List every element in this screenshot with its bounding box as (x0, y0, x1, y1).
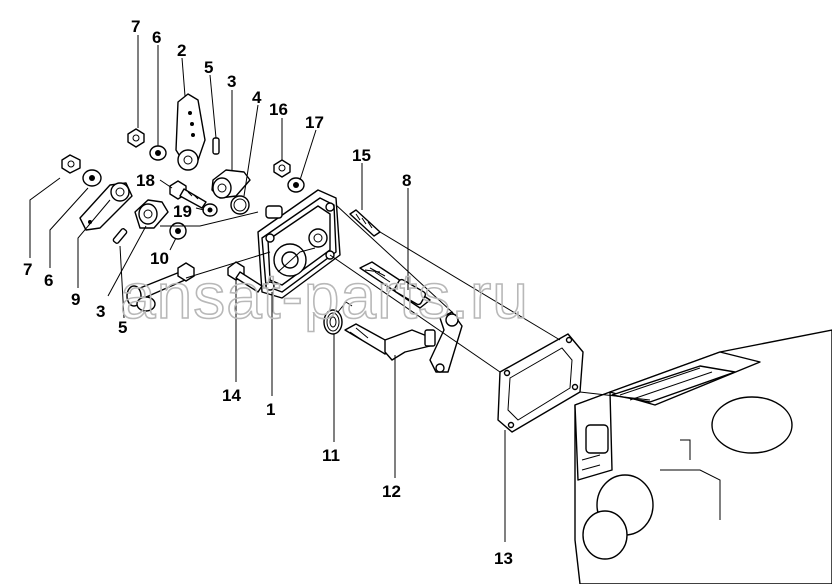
callout-5-lower: 5 (118, 318, 127, 337)
nut-part-7-lower (61, 154, 81, 174)
bracket-part-3-lower (134, 199, 169, 229)
shaft-part-8 (359, 261, 463, 373)
callout-3-lower: 3 (96, 302, 105, 321)
lever-part-2 (175, 93, 206, 171)
callout-16: 16 (269, 100, 288, 119)
callout-14: 14 (222, 386, 241, 405)
nut-part-16 (273, 159, 291, 178)
shaft-part-12 (344, 323, 436, 361)
callout-6-lower: 6 (44, 271, 53, 290)
callout-9: 9 (71, 290, 80, 309)
spring-part-11 (323, 301, 353, 335)
pin-part-5-upper (212, 137, 220, 155)
bracket-part-3-upper (211, 169, 251, 199)
callout-15: 15 (352, 146, 371, 165)
housing-part-1 (257, 189, 341, 299)
screw-part-18 (169, 180, 207, 209)
lever-part-9 (79, 182, 133, 231)
callout-labels: 7 6 2 5 3 4 16 17 15 8 18 19 10 7 6 9 3 … (23, 17, 513, 568)
washer-part-6-lower (82, 169, 102, 187)
nut-part-7-upper (127, 128, 145, 148)
callout-18: 18 (136, 171, 155, 190)
callout-5-upper: 5 (204, 58, 213, 77)
screw-part-14 (227, 261, 263, 293)
callout-1: 1 (266, 400, 275, 419)
callout-13: 13 (494, 549, 513, 568)
callout-19: 19 (173, 202, 192, 221)
gasket-part-13 (497, 333, 584, 433)
callout-17: 17 (305, 113, 324, 132)
pin-part-5-lower (112, 228, 128, 244)
engine-block (574, 329, 832, 584)
washer-part-6-upper (149, 145, 167, 161)
ring-part-4 (230, 195, 250, 215)
callout-11: 11 (322, 446, 340, 465)
callout-12: 12 (382, 482, 401, 501)
callout-2: 2 (177, 41, 186, 60)
washer-part-19 (202, 203, 218, 217)
callout-7-upper: 7 (131, 17, 140, 36)
watermark: ansat-parts.ru (120, 260, 529, 332)
washer-part-10 (169, 222, 187, 240)
callout-3-upper: 3 (227, 72, 236, 91)
callout-4: 4 (252, 88, 262, 107)
callout-8: 8 (402, 171, 411, 190)
callout-10: 10 (150, 249, 169, 268)
callout-6-upper: 6 (152, 28, 161, 47)
callout-7-lower: 7 (23, 260, 32, 279)
washer-part-17 (287, 177, 305, 193)
leader-lines (29, 35, 651, 542)
